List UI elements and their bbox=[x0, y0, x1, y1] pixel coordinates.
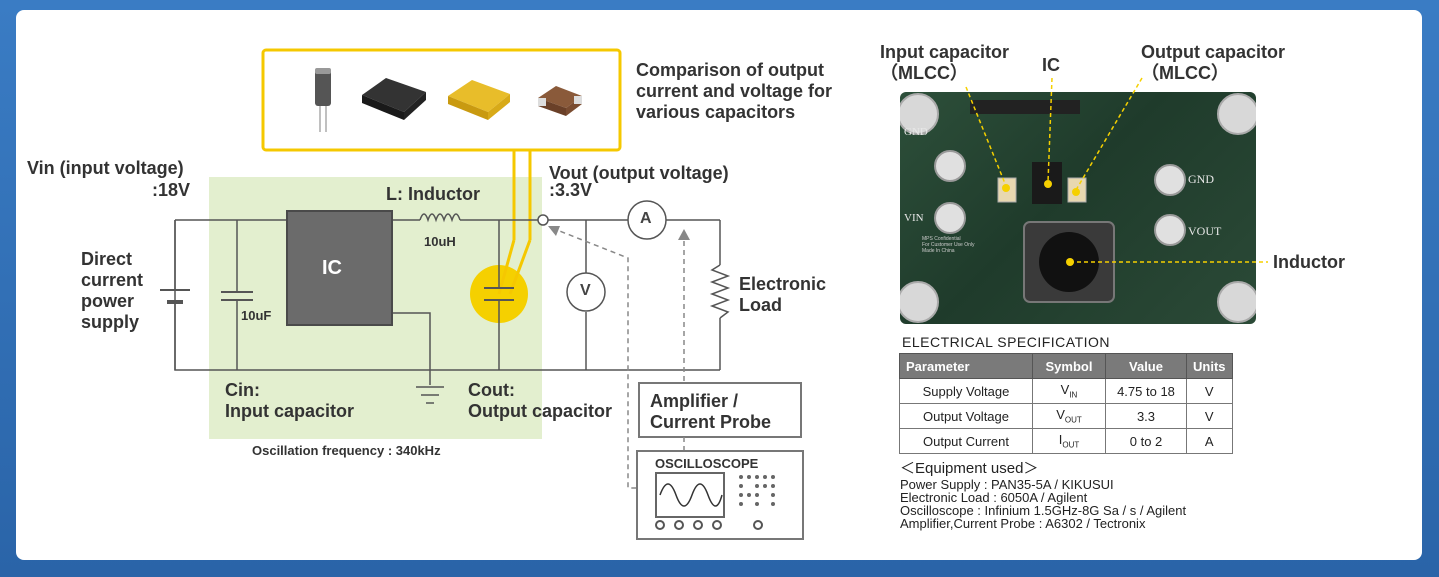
equipment-line: Amplifier,Current Probe : A6302 / Tectro… bbox=[900, 516, 1146, 531]
amplifier-box bbox=[638, 382, 802, 438]
voltage-probe-line bbox=[551, 227, 638, 489]
equipment-heading: ＜Equipment used＞ bbox=[900, 460, 1039, 477]
equipment-line: Oscilloscope : Infinium 1.5GHz-8G Sa / s… bbox=[900, 503, 1187, 518]
header-parameter: Parameter bbox=[899, 353, 1033, 379]
spec-header-row: Parameter Symbol Value Units bbox=[899, 353, 1233, 379]
voltmeter-label: V bbox=[580, 282, 591, 299]
spec-table: Parameter Symbol Value Units Supply Volt… bbox=[899, 353, 1233, 454]
mounting-holes bbox=[900, 93, 1256, 323]
vout-label: Vout (output voltage) bbox=[549, 163, 729, 183]
spec-title: ELECTRICAL SPECIFICATION bbox=[902, 334, 1111, 350]
waveform-trace bbox=[659, 483, 723, 507]
amplifier-label: Amplifier / Current Probe bbox=[650, 391, 772, 432]
load-resistor-symbol bbox=[709, 264, 731, 319]
ic-block bbox=[286, 210, 393, 326]
cell-symbol: VOUT bbox=[1032, 403, 1106, 429]
cell-symbol: IOUT bbox=[1032, 428, 1106, 454]
oscilloscope-label: OSCILLOSCOPE bbox=[655, 456, 759, 471]
cell-unit: V bbox=[1186, 378, 1233, 404]
output-capacitor-label: Output capacitor （MLCC） bbox=[1141, 42, 1286, 83]
circuit-wires bbox=[174, 219, 721, 385]
silk-vout: VOUT bbox=[1188, 224, 1222, 238]
header-value: Value bbox=[1105, 353, 1187, 379]
equipment-list: ＜Equipment used＞ Power Supply : PAN35-5A… bbox=[900, 460, 1186, 530]
inductor-value: 10uH bbox=[424, 234, 456, 249]
cin-value: 10uF bbox=[241, 308, 272, 323]
silk-note: MPS Confidential For Customer Use Only M… bbox=[922, 236, 975, 254]
ammeter-label: A bbox=[640, 210, 652, 227]
table-row: Output Voltage VOUT 3.3 V bbox=[899, 403, 1233, 429]
equipment-line: Power Supply : PAN35-5A / KIKUSUI bbox=[900, 477, 1114, 492]
cell-value: 4.75 to 18 bbox=[1105, 378, 1187, 404]
electronic-load-label: Electronic Load bbox=[739, 274, 827, 315]
oscilloscope-inputs bbox=[655, 520, 763, 530]
dc-supply-label: Direct current power supply bbox=[81, 249, 144, 332]
tantalum-capacitor-icon bbox=[448, 80, 510, 120]
comparison-box bbox=[261, 48, 622, 152]
oscilloscope-knobs bbox=[739, 475, 775, 506]
board-ic-label: IC bbox=[1042, 55, 1060, 75]
vin-label: Vin (input voltage) bbox=[27, 158, 184, 178]
cell-symbol: VIN bbox=[1032, 378, 1106, 404]
polymer-capacitor-icon bbox=[362, 78, 426, 120]
cell-value: 0 to 2 bbox=[1105, 428, 1187, 454]
cell-parameter: Output Voltage bbox=[899, 403, 1033, 429]
oscilloscope-screen bbox=[655, 472, 725, 518]
pin-header bbox=[970, 100, 1080, 114]
terminal-posts bbox=[934, 150, 1186, 246]
equipment-line: Electronic Load : 6050A / Agilent bbox=[900, 490, 1088, 505]
cell-value: 3.3 bbox=[1105, 403, 1187, 429]
cell-unit: A bbox=[1186, 428, 1233, 454]
board-inductor-label: Inductor bbox=[1273, 252, 1345, 272]
voltmeter-symbol bbox=[566, 272, 606, 312]
inductor-label: L: Inductor bbox=[386, 184, 480, 204]
vin-value: :18V bbox=[152, 180, 191, 200]
silk-vin: VIN bbox=[904, 212, 924, 224]
mlcc-capacitor-icon bbox=[538, 86, 582, 116]
output-node bbox=[537, 214, 549, 226]
oscillation-frequency: Oscillation frequency : 340kHz bbox=[252, 443, 441, 458]
header-units: Units bbox=[1186, 353, 1233, 379]
comparison-caption: Comparison of output current and voltage… bbox=[636, 60, 833, 122]
cout-label: Cout: Output capacitor bbox=[468, 380, 613, 421]
ammeter-symbol bbox=[627, 200, 667, 240]
table-row: Output Current IOUT 0 to 2 A bbox=[899, 428, 1233, 454]
input-capacitor-label: Input capacitor （MLCC） bbox=[880, 42, 1010, 83]
inductor-coil-symbol bbox=[419, 213, 461, 223]
cell-parameter: Output Current bbox=[899, 428, 1033, 454]
header-symbol: Symbol bbox=[1032, 353, 1106, 379]
cell-unit: V bbox=[1186, 403, 1233, 429]
silk-gnd-right: GND bbox=[1188, 172, 1214, 186]
silk-gnd-left: GND bbox=[904, 126, 928, 138]
ic-label: IC bbox=[322, 257, 342, 279]
cin-label: Cin: Input capacitor bbox=[225, 380, 355, 421]
ground-symbol bbox=[416, 386, 444, 404]
electrolytic-capacitor-icon bbox=[315, 68, 331, 132]
cell-parameter: Supply Voltage bbox=[899, 378, 1033, 404]
board-photo: GND VIN GND VOUT MPS Confidential For Cu… bbox=[900, 92, 1256, 324]
vout-value: :3.3V bbox=[549, 180, 593, 200]
table-row: Supply Voltage VIN 4.75 to 18 V bbox=[899, 378, 1233, 404]
